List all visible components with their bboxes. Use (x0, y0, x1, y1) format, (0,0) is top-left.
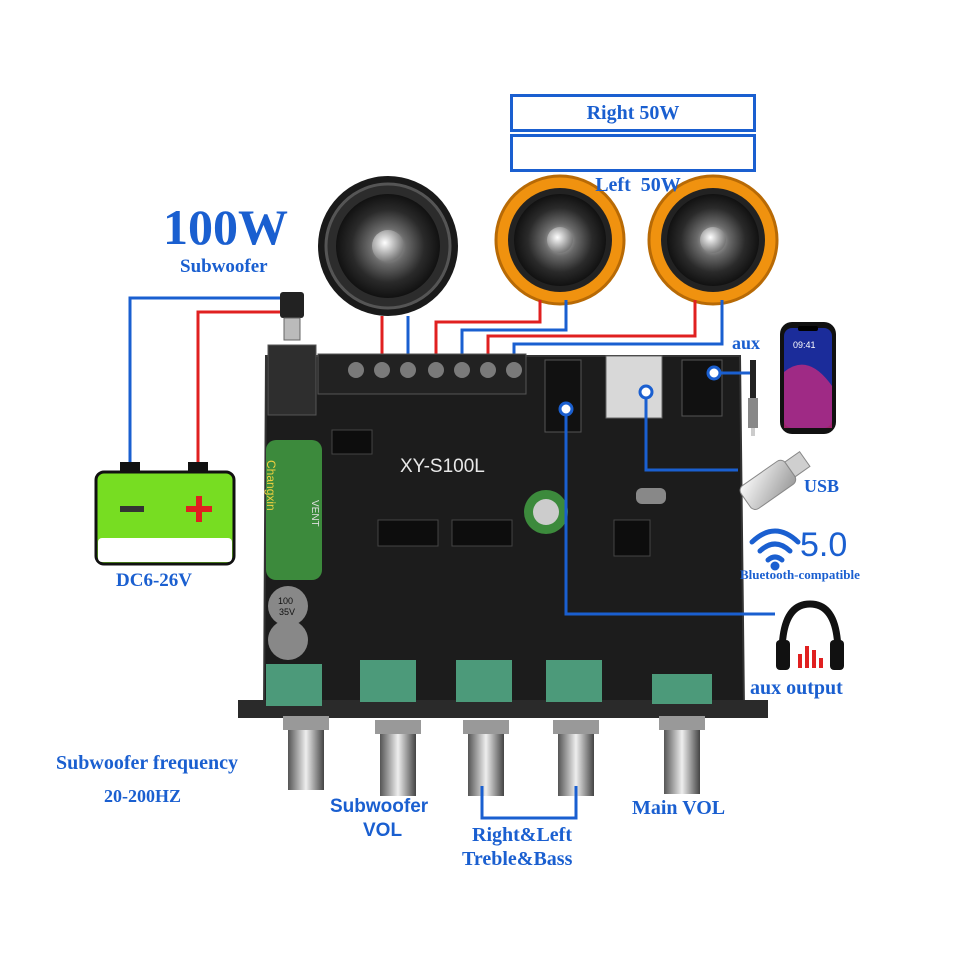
right-speaker-icon (494, 174, 626, 306)
cap-brand-label: Changxin (264, 460, 278, 511)
speaker-wires (380, 300, 724, 360)
sub-freq-label-1: Subwoofer frequency (56, 752, 239, 774)
power-wires (128, 296, 282, 470)
right-channel-label: Right 50W (586, 102, 680, 124)
aux-cable-icon (748, 360, 758, 436)
knob-treble[interactable] (463, 720, 509, 796)
usb-drive-icon (739, 450, 811, 510)
cap-vent-label: VENT (309, 500, 320, 527)
subwoofer-speaker-icon (318, 176, 458, 316)
headphones-icon (776, 600, 844, 670)
main-vol-label: Main VOL (632, 797, 726, 819)
sub-power-label: 100W (163, 199, 288, 255)
bt-version-label: 5.0 (800, 526, 848, 564)
board-model-label: XY-S100L (400, 456, 485, 477)
aux-out-label: aux output (750, 677, 843, 699)
knob-bass[interactable] (553, 720, 599, 796)
right-channel-box: Right 50W (510, 94, 756, 132)
sub-vol-label-1: Subwoofer (330, 796, 429, 817)
left-channel-label: Left 50W (595, 174, 681, 196)
tone-bracket (480, 786, 578, 820)
smartphone-icon (780, 322, 836, 434)
supply-label: DC6-26V (116, 570, 192, 591)
io-lines (564, 371, 775, 616)
left-channel-box: Left 50W (510, 134, 756, 196)
tone-label-1: Right&Left (472, 824, 572, 846)
dc-plug-icon (280, 292, 304, 341)
knob-sub-frequency[interactable] (283, 716, 329, 790)
tone-label-2: Treble&Bass (462, 848, 573, 870)
usb-label: USB (804, 476, 840, 496)
cap-small-voltage: 35V (279, 607, 296, 617)
left-speaker-icon (647, 174, 779, 306)
knob-main-volume[interactable] (659, 716, 705, 794)
battery-icon (94, 462, 236, 566)
cap-small-value: 100 (278, 596, 294, 606)
knob-sub-volume[interactable] (375, 720, 421, 796)
wireless-icon (749, 528, 801, 571)
aux-in-label: aux (732, 333, 761, 353)
phone-time: 09:41 (793, 340, 816, 350)
sub-freq-label-2: 20-200HZ (104, 786, 182, 806)
sub-vol-label-2: VOL (363, 820, 403, 841)
amplifier-board (238, 344, 768, 718)
bt-caption-label: Bluetooth-compatible (740, 567, 860, 582)
io-markers (558, 365, 722, 417)
sub-name-label: Subwoofer (180, 256, 268, 277)
